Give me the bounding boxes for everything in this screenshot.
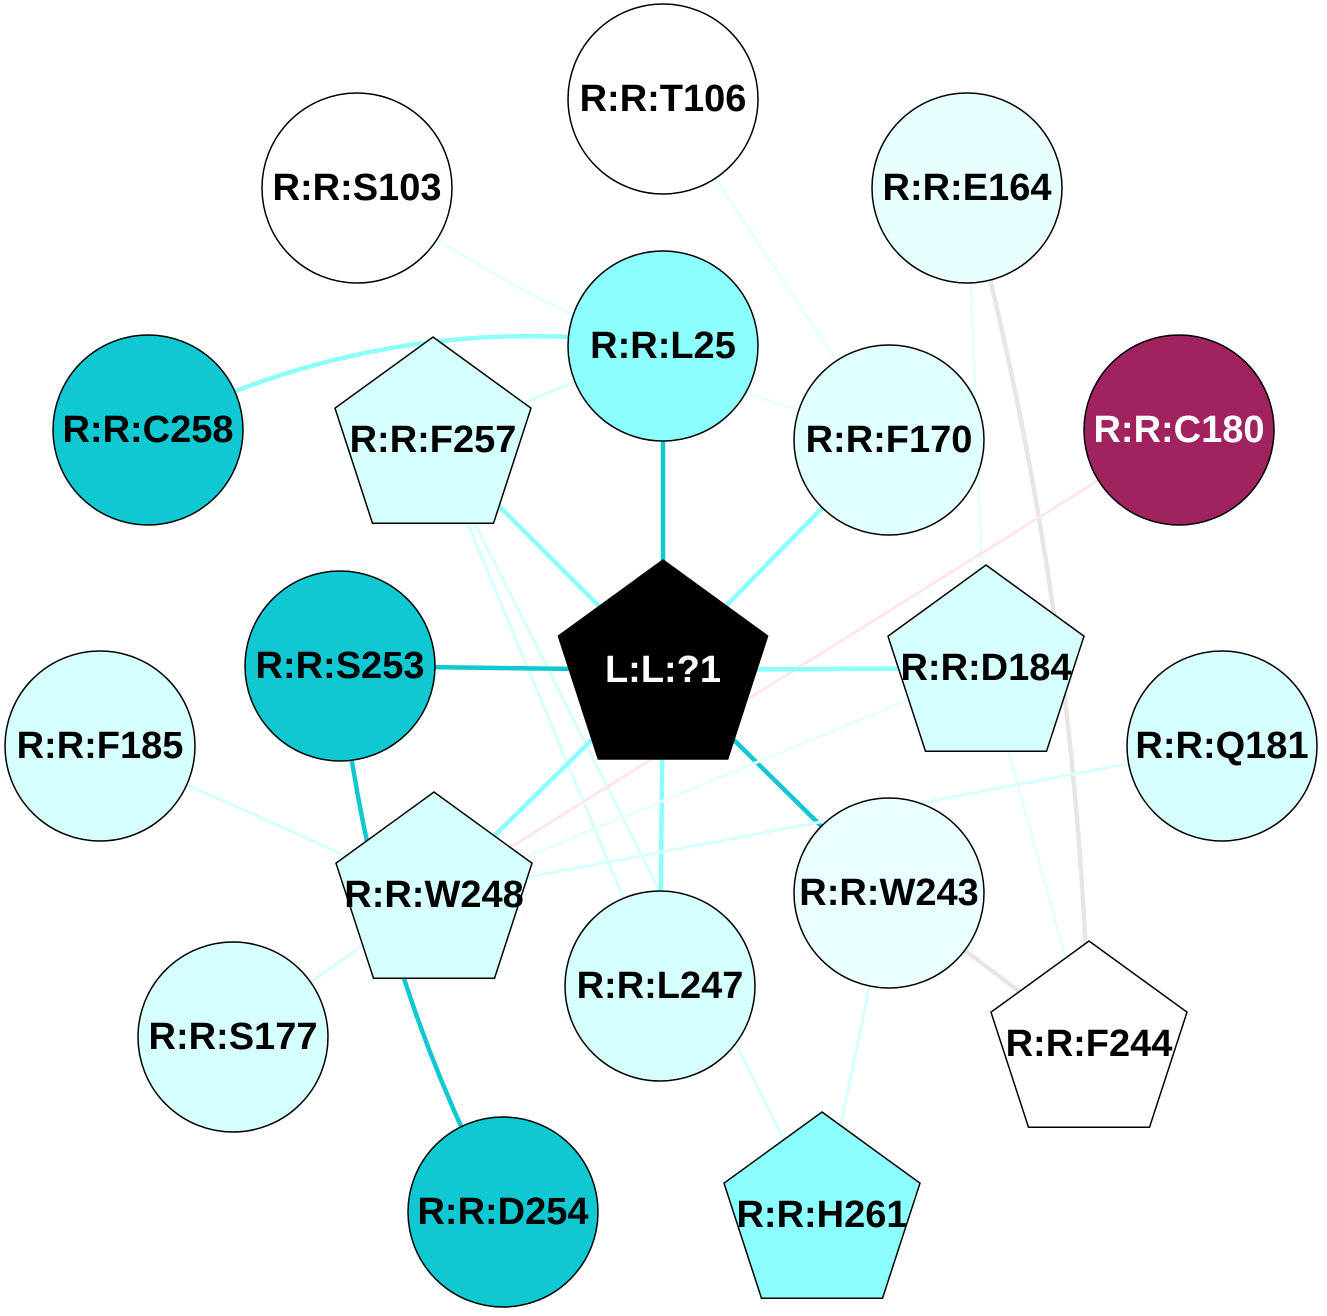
node-circle-shape: [4, 650, 196, 842]
node-circle-shape: [244, 570, 436, 762]
node-r-r-t106: R:R:T106: [567, 3, 759, 195]
node-pentagon-shape: [334, 336, 532, 525]
edge-r-r-e164-to-r-r-f244: [964, 185, 1092, 1047]
node-label: R:R:D184: [900, 647, 1071, 689]
node-pentagon-shape: [335, 791, 533, 980]
edge-r-r-d184-to-r-r-w248: [432, 666, 988, 897]
node-circle-shape: [52, 334, 244, 526]
node-label: L:L:?1: [605, 649, 721, 691]
node-circle-shape: [407, 1116, 599, 1308]
node-circle-shape: [261, 92, 453, 284]
node-circle-shape: [1083, 334, 1275, 526]
node-label: R:R:L247: [577, 965, 744, 1007]
node-label: R:R:T106: [580, 78, 747, 120]
node-label: R:R:H261: [736, 1194, 907, 1236]
node-r-r-s103: R:R:S103: [261, 92, 453, 284]
node-label: R:R:S253: [256, 645, 425, 687]
node-r-r-f185: R:R:F185: [4, 650, 196, 842]
node-label: R:R:S177: [149, 1016, 318, 1058]
node-label: R:R:D254: [417, 1191, 588, 1233]
node-label: R:R:C180: [1093, 409, 1264, 451]
node-label: R:R:W243: [799, 872, 978, 914]
node-r-r-s253: R:R:S253: [244, 570, 436, 762]
node-label: R:R:Q181: [1135, 725, 1308, 767]
node-r-r-c258: R:R:C258: [52, 334, 244, 526]
node-label: R:R:W248: [344, 874, 523, 916]
node-label: R:R:L25: [590, 325, 736, 367]
node-r-r-s177: R:R:S177: [137, 941, 329, 1133]
node-circle-shape: [793, 344, 985, 536]
node-r-r-w248: R:R:W248: [335, 791, 533, 980]
node-pentagon-shape: [723, 1111, 921, 1300]
node-r-r-d184: R:R:D184: [887, 564, 1085, 753]
node-label: R:R:F257: [350, 419, 517, 461]
node-label: R:R:F185: [17, 725, 184, 767]
node-r-r-l247: R:R:L247: [564, 890, 756, 1082]
node-circle-shape: [793, 797, 985, 989]
edge-r-r-f257-to-r-r-l247: [431, 438, 662, 988]
node-pentagon-shape: [887, 564, 1085, 753]
edge-r-r-f257-to-r-r-h261: [431, 438, 824, 1217]
node-r-r-f244: R:R:F244: [990, 940, 1188, 1129]
node-pentagon-shape: [990, 940, 1188, 1129]
node-pentagon-shape: [557, 559, 769, 760]
node-circle-shape: [564, 890, 756, 1082]
node-r-r-e164: R:R:E164: [871, 92, 1063, 284]
node-r-r-c180: R:R:C180: [1083, 334, 1275, 526]
node-r-r-q181: R:R:Q181: [1126, 650, 1318, 842]
node-label: R:R:F170: [806, 419, 973, 461]
node-circle-shape: [137, 941, 329, 1133]
node-r-r-f257: R:R:F257: [334, 336, 532, 525]
edge-r-r-c180-to-r-r-w248: [432, 428, 1181, 897]
node-r-r-d254: R:R:D254: [407, 1116, 599, 1308]
node-label: R:R:S103: [273, 167, 442, 209]
node-circle-shape: [871, 92, 1063, 284]
node-label: R:R:F244: [1006, 1023, 1173, 1065]
node-r-r-h261: R:R:H261: [723, 1111, 921, 1300]
node-circle-shape: [567, 3, 759, 195]
node-circle-shape: [567, 250, 759, 442]
node-l-l-1: L:L:?1: [557, 559, 769, 760]
node-circle-shape: [1126, 650, 1318, 842]
node-r-r-f170: R:R:F170: [793, 344, 985, 536]
node-label: R:R:C258: [62, 409, 233, 451]
node-r-r-l25: R:R:L25: [567, 250, 759, 442]
node-label: R:R:E164: [883, 167, 1052, 209]
node-r-r-w243: R:R:W243: [793, 797, 985, 989]
